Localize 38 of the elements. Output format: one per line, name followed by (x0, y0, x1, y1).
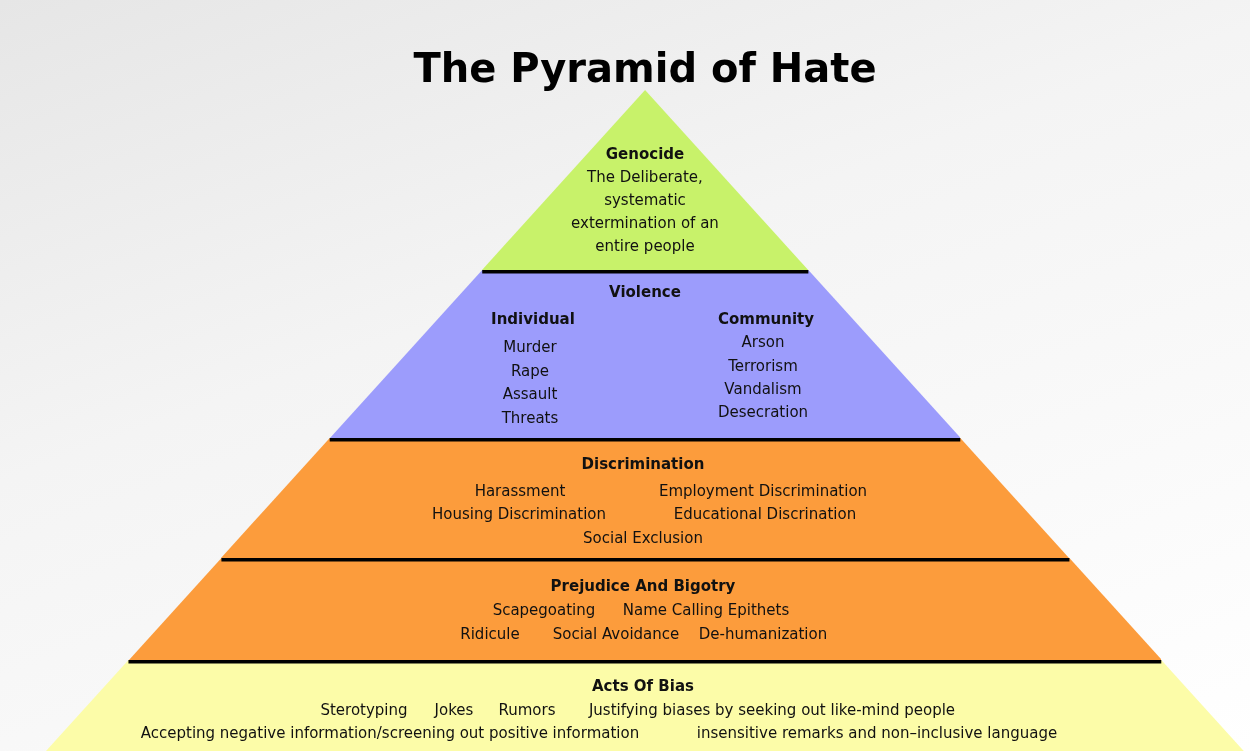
pyramid-tier (481, 90, 809, 270)
tier-heading: Violence (609, 281, 681, 303)
tier-text: Educational Discrination (673, 503, 857, 525)
tier-heading: Individual (491, 308, 575, 330)
tier-text: Ridicule (460, 623, 520, 645)
pyramid-tier (329, 270, 961, 438)
tier-text: Assault (502, 383, 558, 405)
pyramid-tier (46, 660, 1244, 751)
tier-heading: Acts Of Bias (592, 675, 694, 697)
pyramid-tier (128, 558, 1162, 660)
tier-text: Murder (503, 336, 557, 358)
tier-heading: Community (717, 308, 814, 330)
tier-text: Threats (501, 407, 559, 429)
tier-text: De-humanization (698, 623, 828, 645)
tier-text: Accepting negative information/screening out positive information (140, 722, 640, 744)
tier-text: Terrorism (728, 355, 798, 377)
tier-text: Social Avoidance (552, 623, 680, 645)
tier-text: Vandalism (724, 378, 802, 400)
tier-heading: Prejudice And Bigotry (550, 575, 736, 597)
tier-text: Justifying biases by seeking out like-mind people (588, 699, 956, 721)
tier-text: Social Exclusion (583, 527, 703, 549)
tier-text: Jokes (434, 699, 474, 721)
tier-text: Sterotyping (320, 699, 408, 721)
tier-text: The Deliberate, systematic extermination of an entire people (570, 167, 720, 257)
tier-text: Scapegoating (492, 599, 596, 621)
tier-text: Desecration (717, 401, 809, 423)
tier-text: Arson (741, 331, 785, 353)
tier-text: insensitive remarks and non–inclusive language (696, 722, 1058, 744)
tier-text: Rumors (498, 699, 556, 721)
tier-heading: Discrimination (581, 453, 705, 475)
pyramid-tier (221, 438, 1069, 558)
tier-text: Rape (510, 360, 549, 382)
tier-text: Name Calling Epithets (622, 599, 790, 621)
tier-text: Housing Discrimination (431, 503, 606, 525)
title: The Pyramid of Hate (413, 45, 877, 91)
tier-heading: Genocide (605, 143, 685, 165)
tier-text: Employment Discrimination (658, 480, 868, 502)
tier-text: Harassment (474, 480, 566, 502)
